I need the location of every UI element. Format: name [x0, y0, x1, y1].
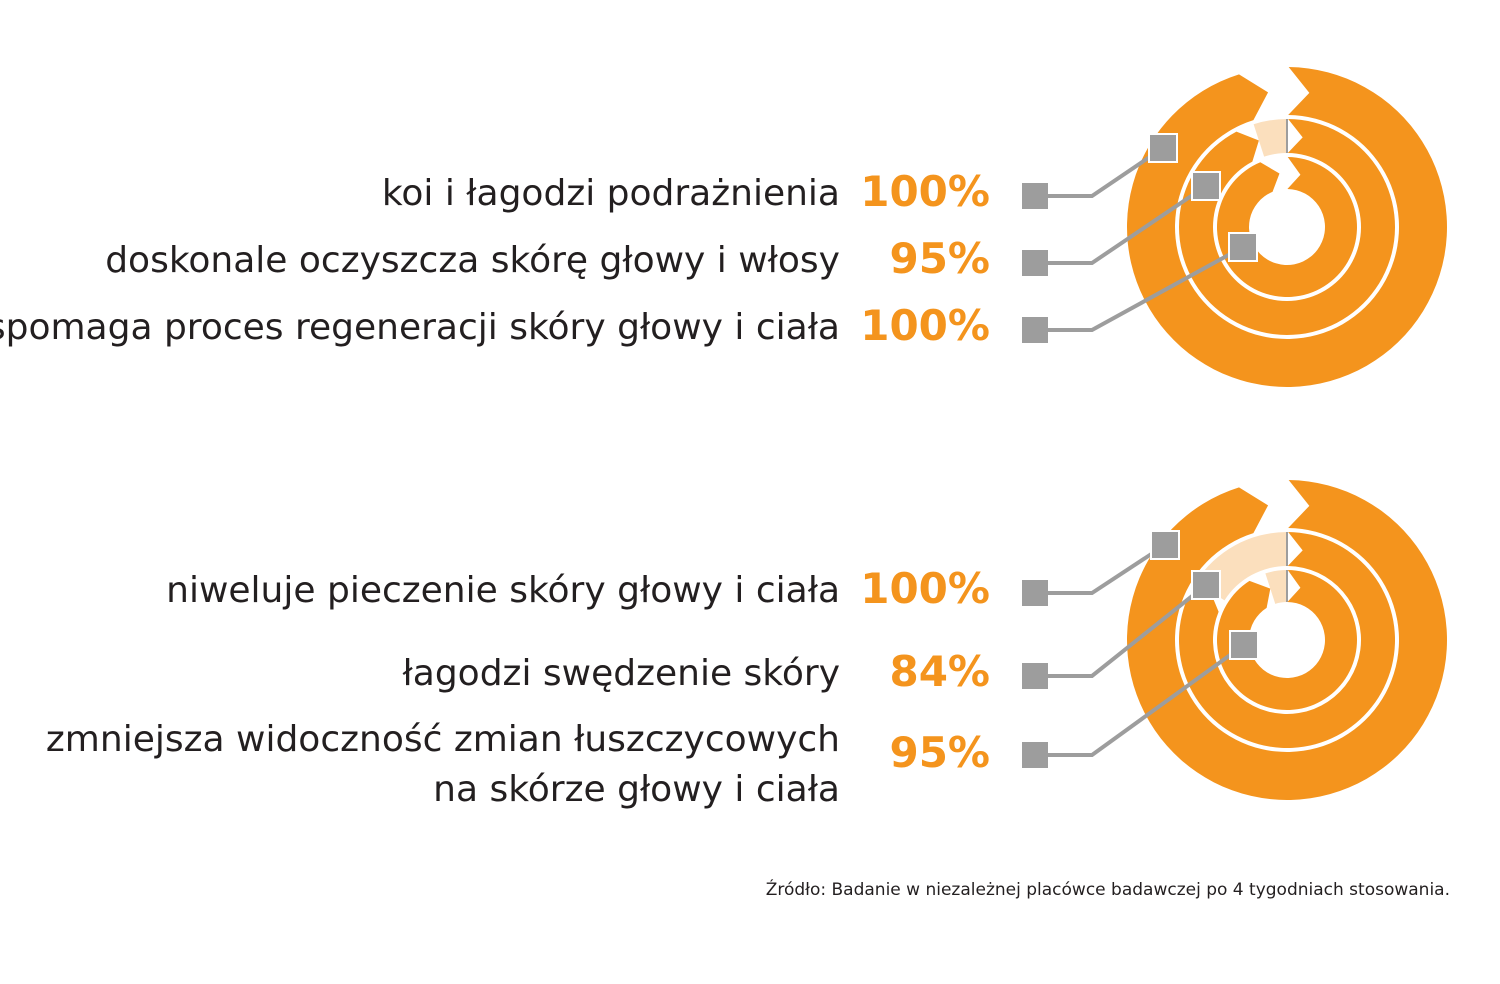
chart1-value-3: 100%	[860, 301, 990, 350]
chart2-legend-marker-2	[1022, 663, 1048, 689]
chart2-legend-marker-3	[1022, 742, 1048, 768]
chart1-label-2: doskonale oczyszcza skórę głowy i włosy	[105, 240, 840, 281]
chart2-label-3-line2: na skórze głowy i ciała	[433, 769, 840, 810]
chart2-connector-1	[1040, 543, 1167, 595]
chart2-ring-3-remainder	[1265, 570, 1287, 604]
chart2-ring-marker-2	[1191, 570, 1221, 600]
chart1-ring-marker-2	[1191, 171, 1221, 201]
chart1-ring-3-bar	[1216, 157, 1357, 297]
chart2-label-3: zmniejsza widoczność zmian łuszczycowych	[45, 719, 840, 760]
chart1-legend-marker-1	[1022, 183, 1048, 209]
chart1-value-1: 100%	[860, 167, 990, 216]
chart2-ring-1-bar	[1127, 480, 1448, 800]
chart1-legend-marker-2	[1022, 250, 1048, 276]
chart2-value-1: 100%	[860, 564, 990, 613]
chart2-ring-2-bar	[1179, 532, 1395, 748]
chart1-ring-2-remainder	[1253, 119, 1287, 157]
chart1-label-3: wspomaga proces regeneracji skóry głowy …	[0, 307, 840, 348]
source-note: Źródło: Badanie w niezależnej placówce b…	[765, 880, 1450, 900]
chart2-ring-marker-1	[1150, 530, 1180, 560]
chart1-ring-1-bar	[1127, 67, 1447, 387]
chart2-ring-3-bar	[1217, 570, 1357, 710]
chart1-connector-1	[1040, 146, 1165, 198]
chart1-ring-marker-1	[1148, 133, 1178, 163]
chart2-value-3: 95%	[889, 728, 990, 777]
chart1-ring-marker-3	[1228, 232, 1258, 262]
chart1-connector-2	[1040, 184, 1208, 265]
chart2-connector-2	[1040, 583, 1208, 678]
chart1-value-2: 95%	[889, 234, 990, 283]
chart1-ring-2-bar	[1179, 119, 1395, 335]
chart1-label-1: koi i łagodzi podrażnienia	[381, 173, 840, 214]
chart1-legend-marker-3	[1022, 317, 1048, 343]
chart2-label-2: łagodzi swędzenie skóry	[402, 653, 840, 694]
chart2-legend-marker-1	[1022, 580, 1048, 606]
chart1-connector-3	[1040, 245, 1244, 332]
chart2-ring-marker-3	[1229, 630, 1259, 660]
chart2-connector-3	[1040, 643, 1246, 757]
chart2-label-1: niweluje pieczenie skóry głowy i ciała	[166, 570, 840, 611]
chart2-value-2: 84%	[889, 647, 990, 696]
